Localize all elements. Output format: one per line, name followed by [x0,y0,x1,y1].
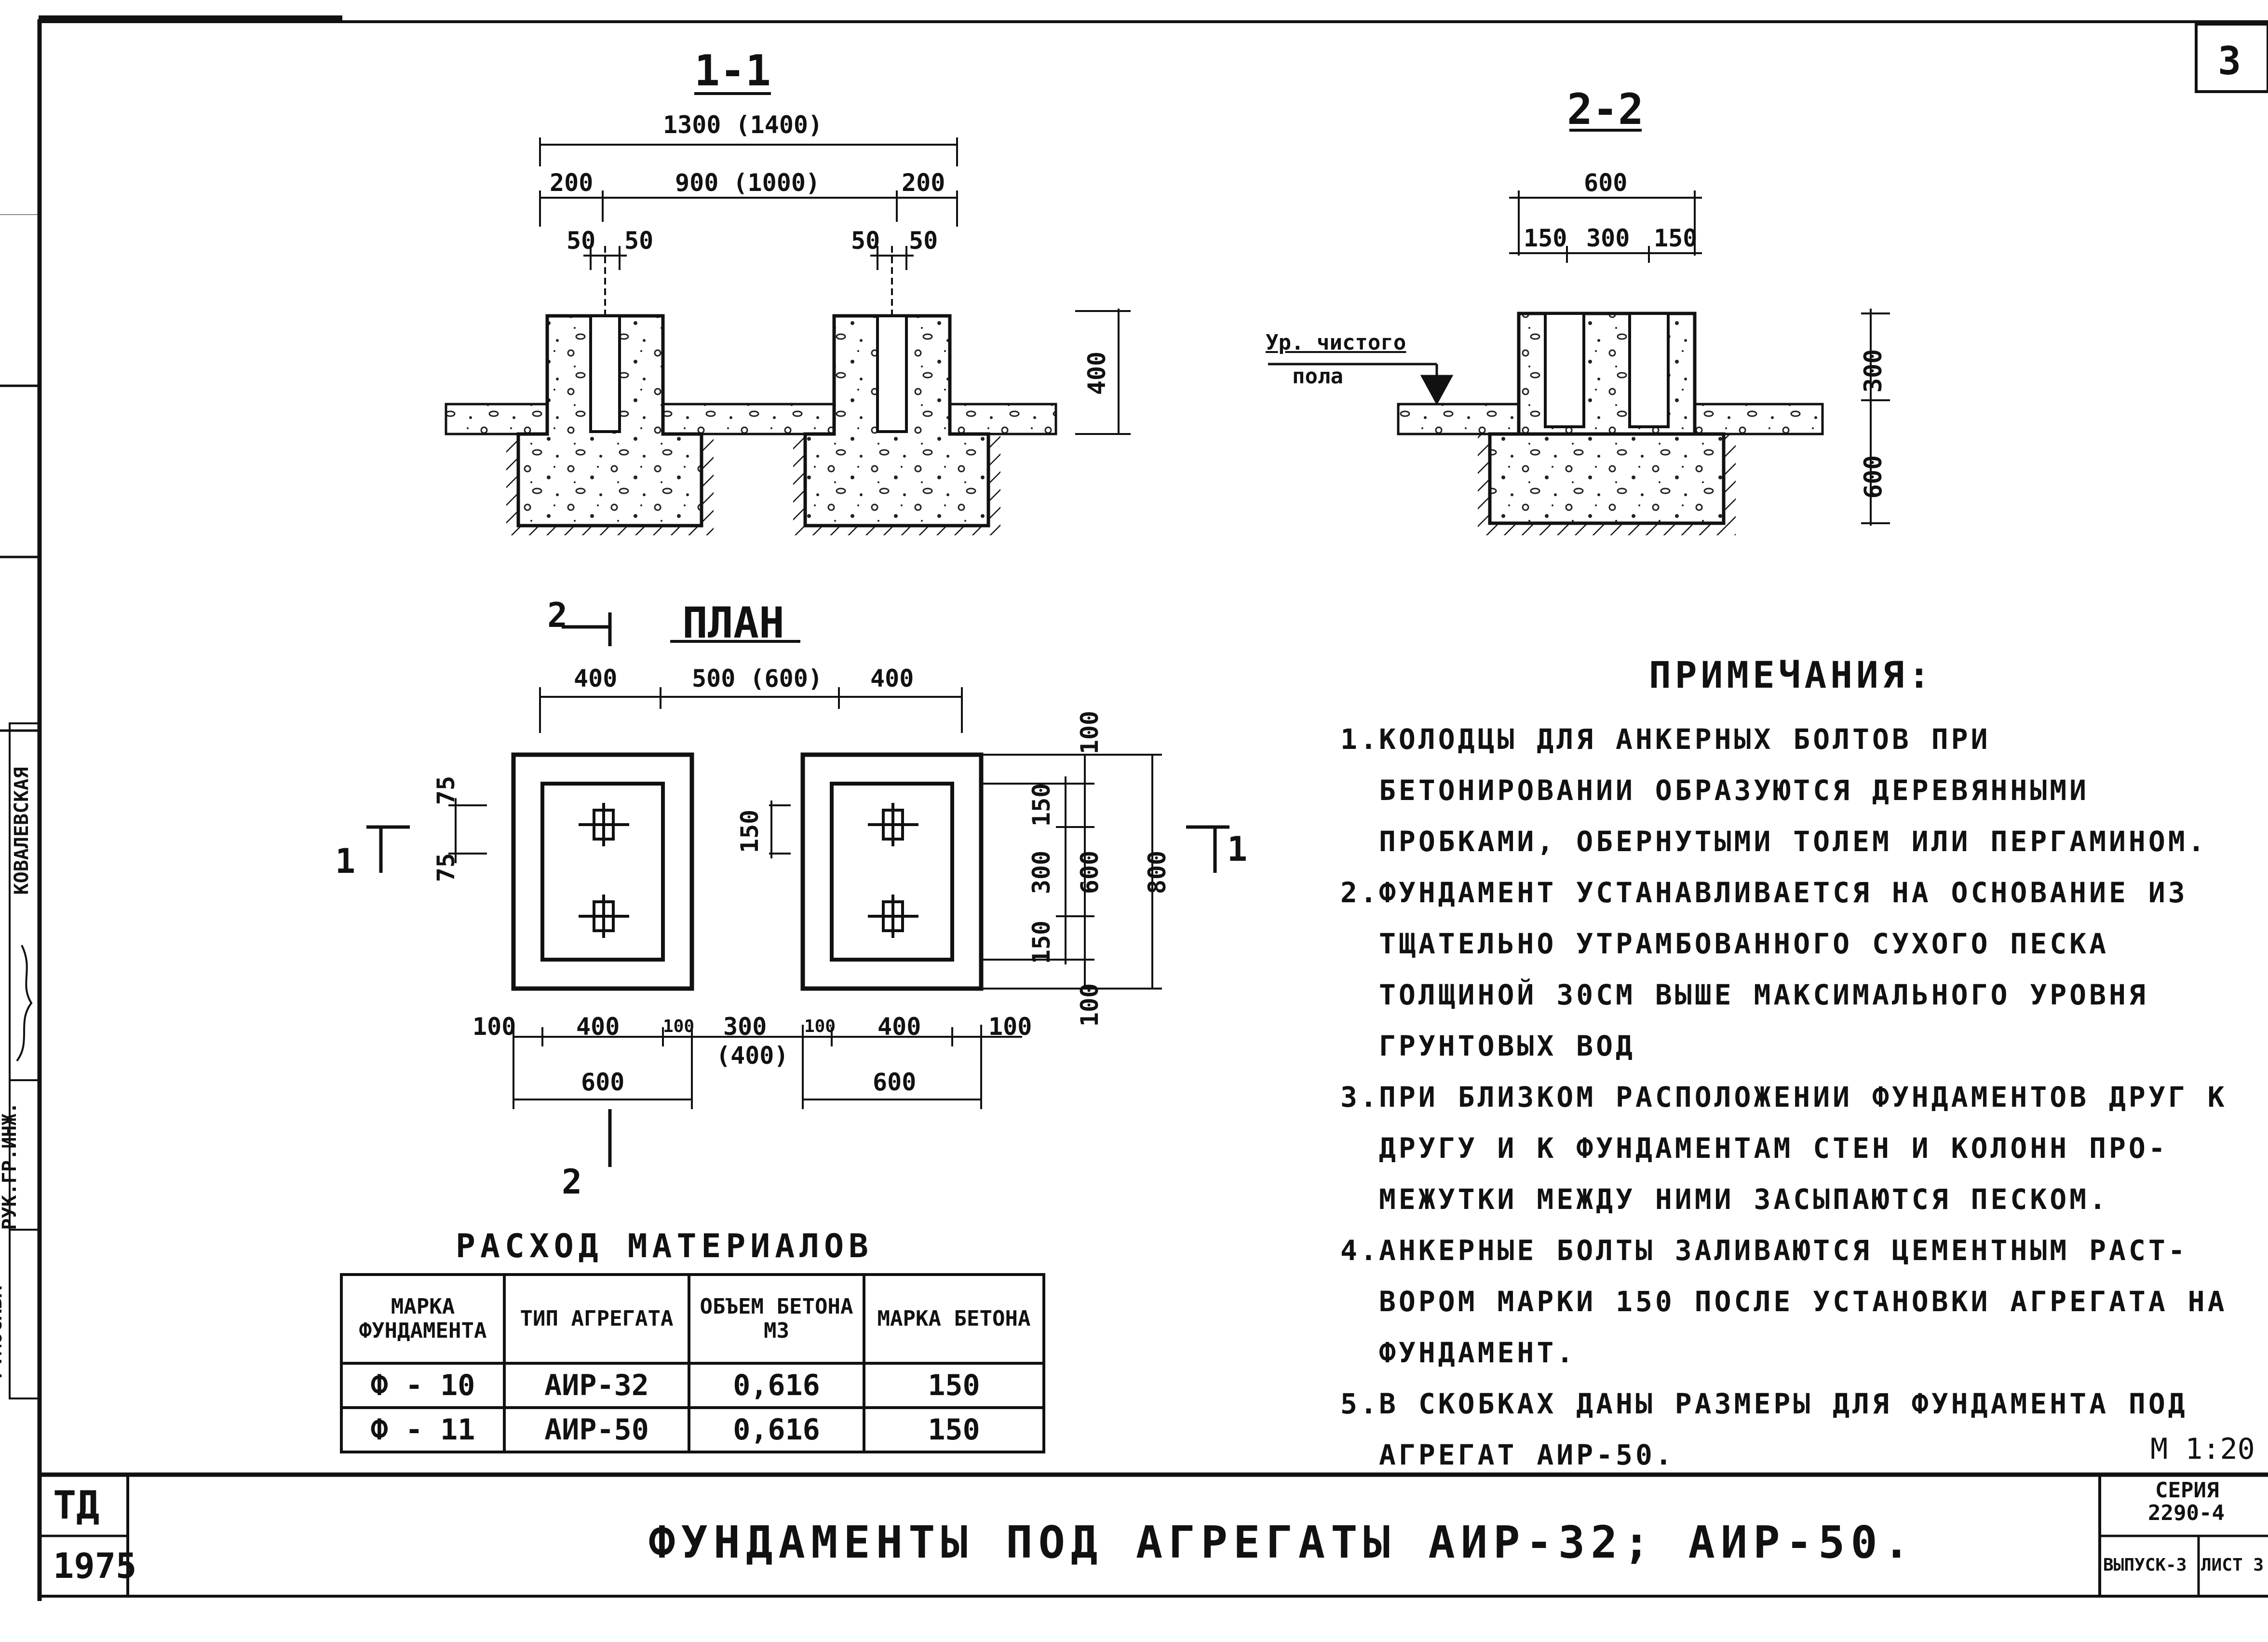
drawing-title: ФУНДАМЕНТЫ ПОД АГРЕГАТЫ АИР-32; АИР-50. [648,1517,1916,1568]
side-stamp-role: РУК.ГР.ИНЖ. [0,1102,21,1230]
list-item: 1.КОЛОДЦЫ ДЛЯ АНКЕРНЫХ БОЛТОВ ПРИ БЕТОНИ… [1340,714,2242,867]
note-text: ФУНДАМЕНТ УСТАНАВЛИВАЕТСЯ НА ОСНОВАНИЕ И… [1379,876,2188,1062]
plan-top-dim-left: 400 [574,665,618,692]
note-text: КОЛОДЦЫ ДЛЯ АНКЕРНЫХ БОЛТОВ ПРИ БЕТОНИРО… [1379,723,2208,858]
dim-1-1-height: 400 [1083,351,1111,395]
plan-bot-dim-width-right: 600 [873,1068,917,1096]
dim-1-1-pocket-ra: 50 [851,227,880,255]
plan-bot-dim-l3: 100 [663,1017,695,1036]
materials-header-cell: МАРКА ФУНДАМЕНТА [340,1273,506,1365]
dim-2-2-upper: 300 [1859,349,1888,393]
plan-title: ПЛАН [682,598,784,648]
dim-1-1-mid: 900 (1000) [675,169,821,197]
dim-1-1-pocket-lb: 50 [624,227,654,255]
plan-bot-dim-r1: 100 [804,1017,836,1036]
section-2-2-geometry [1268,129,1890,535]
dim-2-2-left: 150 [1524,224,1567,252]
dim-1-1-total: 1300 (1400) [663,111,823,139]
section-2-2-title: 2-2 [1567,84,1644,134]
plan-cut-1-right: 1 [1227,829,1248,869]
plan-dim-right-100-bot: 100 [1076,983,1104,1027]
materials-cell: 150 [863,1406,1045,1453]
materials-cell: 0,616 [688,1362,865,1409]
materials-cell: 150 [863,1362,1045,1409]
materials-cell: АИР-32 [503,1362,690,1409]
table-row: Ф - 11 АИР-50 0,616 150 [340,1406,1045,1453]
list-item: 5.В СКОБКАХ ДАНЫ РАЗМЕРЫ ДЛЯ ФУНДАМЕНТА … [1340,1378,2242,1480]
note-text: В СКОБКАХ ДАНЫ РАЗМЕРЫ ДЛЯ ФУНДАМЕНТА ПО… [1379,1387,2188,1471]
dim-2-2-total: 600 [1584,169,1628,197]
notes-title: ПРИМЕЧАНИЯ: [1649,653,1934,696]
note-number: 5. [1340,1387,1380,1420]
floor-level-label-2: пола [1292,364,1343,389]
note-text: АНКЕРНЫЕ БОЛТЫ ЗАЛИВАЮТСЯ ЦЕМЕНТНЫМ РАСТ… [1379,1234,2228,1369]
side-stamp-city: Г.МОСКВА [0,1286,6,1379]
note-number: 3. [1340,1081,1380,1113]
series-value: 2290-4 [2148,1501,2225,1525]
materials-cell: 0,616 [688,1406,865,1453]
plan-cut-2-bottom: 2 [562,1162,582,1202]
plan-bot-dim-r2: 400 [878,1013,921,1041]
list-item: 4.АНКЕРНЫЕ БОЛТЫ ЗАЛИВАЮТСЯ ЦЕМЕНТНЫМ РА… [1340,1225,2242,1378]
side-stamp-box [9,722,40,1399]
floor-level-label-1: Ур. чистого [1266,330,1406,355]
plan-bot-dim-width-left: 600 [581,1068,625,1096]
plan-bot-dim-r3: 100 [988,1013,1032,1041]
plan-dim-75-b: 75 [432,853,460,882]
dim-1-1-right: 200 [902,169,945,197]
signature-mark [16,945,33,1062]
list-item: 3.ПРИ БЛИЗКОМ РАСПОЛОЖЕНИИ ФУНДАМЕНТОВ Д… [1340,1072,2242,1225]
materials-cell: АИР-50 [503,1406,690,1453]
plan-geometry [366,612,1229,1167]
plan-top-dim-right: 400 [870,665,914,692]
plan-bot-dim-l2: 400 [576,1013,620,1041]
scale-label: М 1:20 [2150,1432,2255,1466]
note-number: 2. [1340,876,1380,909]
materials-title: РАСХОД МАТЕРИАЛОВ [456,1227,873,1265]
dim-1-1-pocket-rb: 50 [909,227,938,255]
plan-dim-75-a: 75 [432,775,460,805]
issue-label: ВЫПУСК-3 [2103,1555,2187,1575]
plan-dim-right-800: 800 [1143,850,1172,895]
dim-1-1-left: 200 [550,169,594,197]
plan-dim-right-150-top: 150 [1027,783,1056,827]
materials-header-cell: ОБЪЕМ БЕТОНА М3 [688,1273,865,1365]
note-text: ПРИ БЛИЗКОМ РАСПОЛОЖЕНИИ ФУНДАМЕНТОВ ДРУ… [1379,1081,2228,1216]
series-label: СЕРИЯ [2155,1478,2219,1503]
notes-list: 1.КОЛОДЦЫ ДЛЯ АНКЕРНЫХ БОЛТОВ ПРИ БЕТОНИ… [1340,714,2242,1480]
plan-dim-right-100-top: 100 [1076,710,1104,755]
plan-top-dim-mid: 500 (600) [692,665,823,692]
dim-1-1-pocket-la: 50 [567,227,596,255]
sheet-number: 3 [2218,39,2241,83]
plan-cut-1-left: 1 [335,841,356,881]
plan-bot-dim-gap-alt: (400) [716,1042,789,1070]
plan-dim-150-mid: 150 [736,809,764,854]
materials-header-cell: МАРКА БЕТОНА [863,1273,1045,1365]
plan-dim-right-150-bot: 150 [1027,920,1056,964]
plan-cut-2-top: 2 [547,596,568,635]
plan-bot-dim-l1: 100 [472,1013,516,1041]
sheet-label: ЛИСТ 3 [2201,1555,2264,1575]
dim-2-2-right: 150 [1654,224,1698,252]
note-number: 1. [1340,723,1380,756]
materials-header-cell: ТИП АГРЕГАТА [503,1273,690,1365]
materials-cell: Ф - 10 [340,1362,506,1409]
plan-dim-right-600: 600 [1076,850,1104,895]
dim-2-2-mid: 300 [1586,224,1630,252]
table-row: Ф - 10 АИР-32 0,616 150 [340,1362,1045,1409]
plan-dim-right-300: 300 [1027,850,1056,895]
title-block-year: 1975 [53,1546,137,1586]
materials-cell: Ф - 11 [340,1406,506,1453]
list-item: 2.ФУНДАМЕНТ УСТАНАВЛИВАЕТСЯ НА ОСНОВАНИЕ… [1340,867,2242,1072]
note-number: 4. [1340,1234,1380,1267]
section-1-1-title: 1-1 [694,46,771,95]
section-1-1-geometry [445,137,1131,535]
dim-2-2-full: 600 [1859,455,1888,499]
plan-bot-dim-gap: 300 [723,1013,767,1041]
title-block-org: ТД [53,1483,100,1528]
materials-table: МАРКА ФУНДАМЕНТА ТИП АГРЕГАТА ОБЪЕМ БЕТО… [340,1273,1045,1453]
side-stamp-name: КОВАЛЕВСКАЯ [11,767,33,895]
